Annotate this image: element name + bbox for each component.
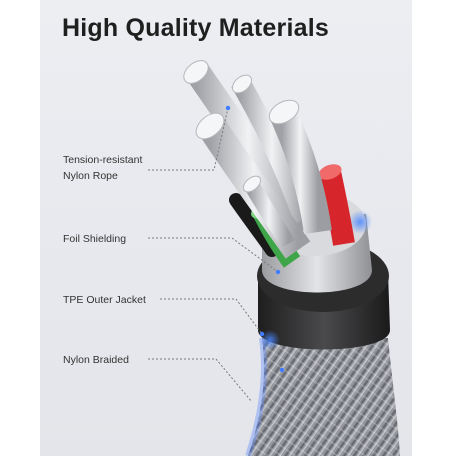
leader-lines <box>148 107 279 403</box>
leader-line-braid <box>148 358 253 403</box>
label-nylon-braided: Nylon Braided <box>63 352 129 368</box>
label-line: Nylon Rope <box>63 170 118 182</box>
label-nylon-rope: Tension-resistant Nylon Rope <box>63 152 142 184</box>
glow-highlight <box>260 330 280 350</box>
label-line: Tension-resistant <box>63 154 143 166</box>
glow-highlight <box>348 210 372 234</box>
heading-title: High Quality Materials <box>62 14 329 42</box>
label-line: Nylon Braided <box>63 354 129 366</box>
leader-dots <box>225 105 285 373</box>
left-margin <box>0 0 40 456</box>
right-margin <box>412 0 456 456</box>
label-line: Foil Shielding <box>63 233 127 245</box>
leader-line-rope <box>148 107 229 171</box>
label-tpe-jacket: TPE Outer Jacket <box>63 292 146 308</box>
braided-sleeve <box>245 337 400 456</box>
label-line: TPE Outer Jacket <box>63 294 146 306</box>
label-foil-shielding: Foil Shielding <box>63 231 126 247</box>
leader-line-jacket <box>160 298 263 335</box>
leader-line-foil <box>148 237 279 273</box>
